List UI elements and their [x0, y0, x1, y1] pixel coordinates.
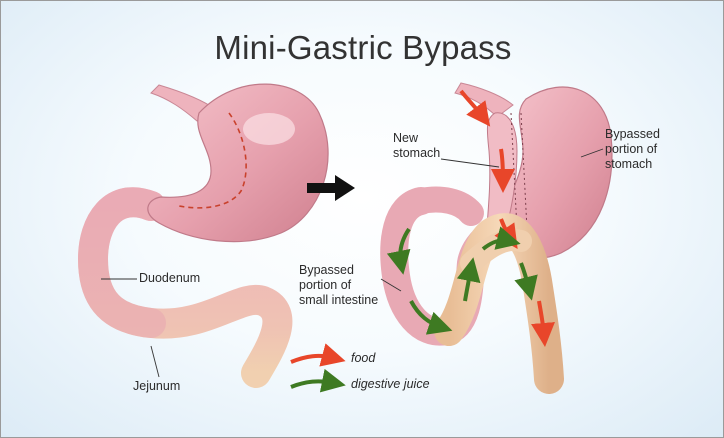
food-arrow-2: [490, 148, 515, 193]
food-arrow-4: [531, 300, 555, 347]
food-arrow-1: [459, 89, 491, 127]
red-arrow-icon: [290, 343, 346, 367]
juice-arrow-3: [456, 257, 481, 302]
cut-line: [178, 112, 247, 209]
label-new-stomach: New stomach: [393, 131, 441, 160]
juice-arrow-5: [514, 262, 538, 301]
juice-arrow-4: [481, 226, 521, 251]
legend-digestive-juice-label: digestive juice: [351, 377, 430, 391]
bypassed-stomach: [501, 86, 613, 259]
label-duodenum: Duodenum: [139, 271, 201, 285]
transition-arrow-icon: [307, 175, 355, 201]
juice-arrow-1: [386, 227, 411, 275]
legend-food-label: food: [351, 351, 376, 365]
label-bypassed-intestine: Bypassed portion of small intestine: [299, 263, 379, 307]
label-bypassed-stomach: Bypassed portion of stomach: [605, 127, 660, 171]
leader-lines: [101, 148, 604, 378]
juice-arrow-2: [409, 300, 453, 335]
page-title: Mini-Gastric Bypass: [214, 29, 512, 66]
normal-stomach-illustration: [77, 83, 329, 388]
stomach-left: [147, 83, 329, 243]
esophagus-right: [454, 82, 514, 118]
label-jejunum: Jejunum: [133, 379, 181, 393]
bypass-illustration: [380, 82, 613, 394]
green-arrow-icon: [290, 368, 346, 393]
